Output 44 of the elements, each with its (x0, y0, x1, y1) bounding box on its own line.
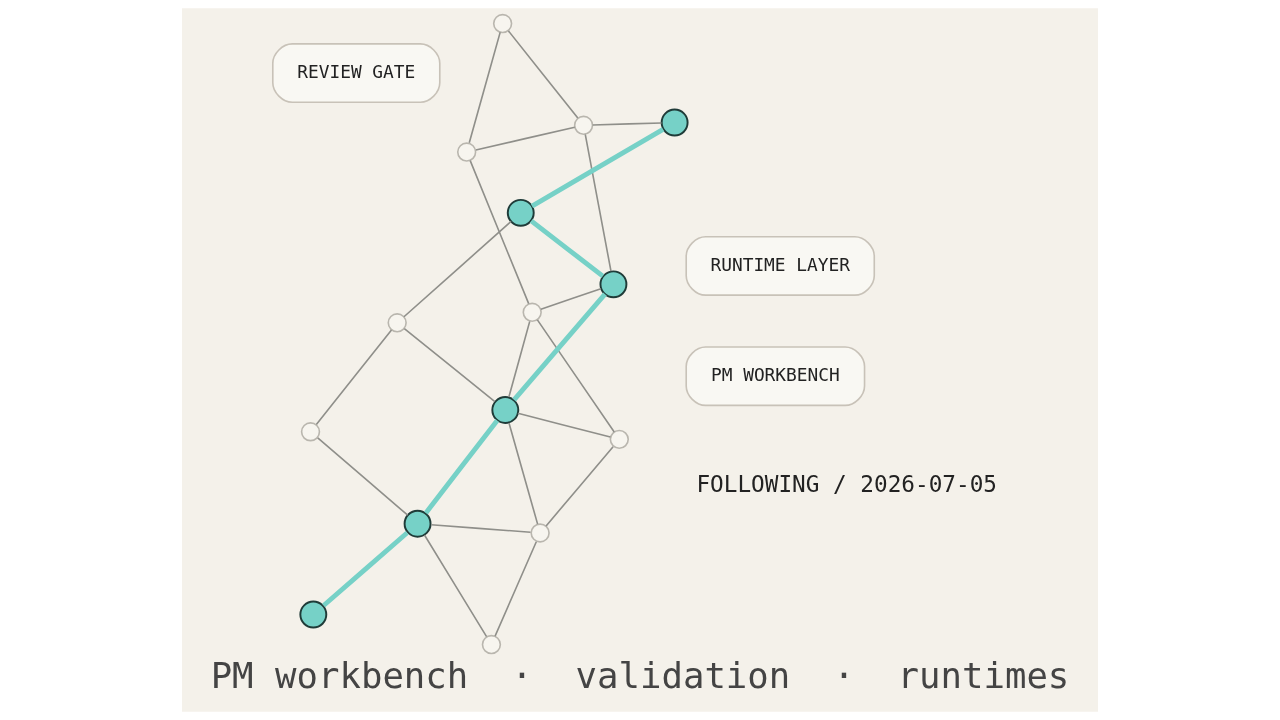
node-circle (456, 142, 477, 162)
node-circle (599, 270, 628, 299)
connector (517, 412, 612, 438)
connector (584, 133, 612, 272)
node-circle (403, 509, 432, 538)
connector (545, 445, 614, 527)
node-box: PM WORKBENCH (685, 346, 866, 407)
node-box: REVIEW GATE (272, 43, 441, 104)
node-circle (491, 396, 520, 424)
connector (322, 530, 409, 608)
node-circle (506, 198, 535, 227)
connector (403, 220, 512, 318)
node-circle (481, 634, 502, 655)
caption: PM workbench · validation · runtimes (210, 655, 1070, 697)
connector (529, 219, 605, 279)
connector (508, 320, 531, 398)
node-circle (492, 13, 513, 34)
node-circle (530, 523, 550, 543)
node-circle (660, 108, 689, 137)
connector (536, 319, 616, 433)
node-circle (387, 313, 407, 333)
node-circle (573, 115, 594, 135)
label: FOLLOWING / 2026-07-05 (696, 471, 997, 498)
connector (512, 292, 607, 402)
connector (315, 329, 393, 426)
node-circle (300, 422, 321, 442)
node-circle (522, 302, 542, 323)
connector (540, 287, 602, 311)
connector (403, 327, 496, 403)
node-circle (609, 429, 629, 450)
connector (423, 419, 500, 515)
connector (494, 540, 538, 637)
connector (530, 127, 665, 209)
connector (591, 122, 663, 126)
node-circle (299, 600, 328, 629)
connector (430, 523, 532, 534)
connector (468, 31, 501, 144)
connector (469, 159, 530, 305)
connector (507, 30, 579, 119)
node-box: RUNTIME LAYER (685, 236, 876, 296)
connector (475, 126, 576, 151)
connector (508, 422, 539, 525)
connector (316, 437, 409, 517)
connector (423, 534, 488, 638)
